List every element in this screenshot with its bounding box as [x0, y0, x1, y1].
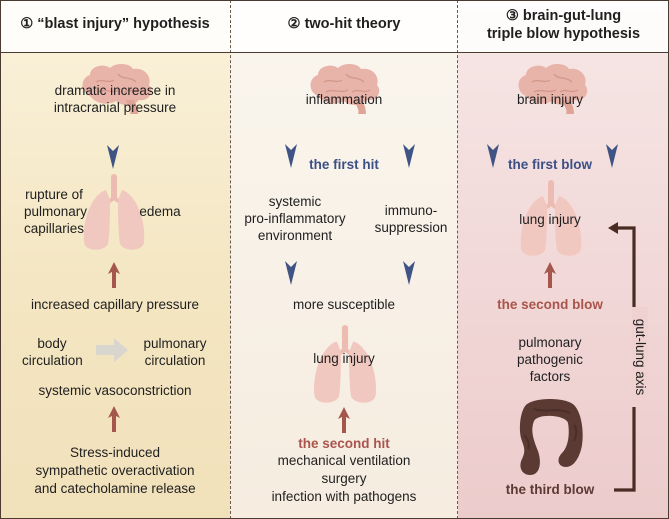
- label-second-hit: the second hit: [298, 436, 390, 451]
- header-divider: [0, 52, 669, 53]
- brain-icon: [310, 63, 380, 114]
- label-lung-injury: lung injury: [519, 212, 581, 227]
- arrow-down-blue: [285, 144, 297, 168]
- label-edema: edema: [139, 204, 181, 219]
- label-second-blow: the second blow: [497, 297, 603, 312]
- label-pathogenic-factors: pulmonary pathogenic factors: [516, 335, 584, 384]
- label-stress: Stress-induced sympathetic overactivatio…: [34, 445, 196, 496]
- label-more-susceptible: more susceptible: [292, 297, 396, 312]
- arrow-up-red: [108, 406, 120, 432]
- label-rupture: rupture of pulmonary capillaries: [24, 187, 88, 236]
- label-inflammation: inflammation: [305, 92, 383, 107]
- label-vasoconstriction: systemic vasoconstriction: [38, 383, 192, 398]
- panel-title: ③ brain-gut-lung triple blow hypothesis: [486, 8, 641, 42]
- arrow-up-red: [338, 407, 350, 433]
- label-immunosuppression: immuno- suppression: [374, 203, 448, 235]
- label-capillary-pressure: increased capillary pressure: [30, 297, 200, 312]
- arrow-down-blue: [403, 144, 415, 168]
- lungs-icon: [520, 180, 582, 256]
- lungs-icon: [313, 325, 377, 403]
- panel-title: ② two-hit theory: [287, 16, 401, 32]
- label-brain-injury: brain injury: [516, 92, 584, 107]
- arrow-right-gray: [96, 338, 128, 362]
- label-first-blow: the first blow: [508, 157, 592, 172]
- intestine-icon: [519, 399, 583, 475]
- brain-icon: [518, 63, 588, 114]
- arrow-down-blue: [285, 261, 297, 285]
- label-body-circulation: body circulation: [22, 336, 83, 368]
- arrow-down-blue: [606, 144, 618, 168]
- arrow-up-red: [108, 262, 120, 288]
- label-pulmonary-circulation: pulmonary circulation: [143, 336, 207, 368]
- label-lung-injury: lung injury: [313, 351, 375, 366]
- arrow-down-blue: [403, 261, 415, 285]
- divider: [230, 0, 231, 519]
- label-third-blow: the third blow: [505, 482, 595, 497]
- label-first-hit: the first hit: [309, 157, 379, 172]
- arrow-down-blue: [107, 145, 119, 169]
- label-gut-lung-axis: gut-lung axis: [632, 307, 648, 407]
- label-intracranial-pressure: dramatic increase in intracranial pressu…: [53, 83, 177, 115]
- brain-icon: [82, 63, 152, 114]
- label-systemic-environment: systemic pro-inflammatory environment: [244, 194, 346, 243]
- label-second-hit-causes: mechanical ventilation surgery infection…: [271, 453, 417, 504]
- lungs-icon: [83, 174, 145, 250]
- divider: [457, 0, 458, 519]
- panel-title: ① “blast injury” hypothesis: [20, 16, 210, 32]
- arrow-up-red: [544, 262, 556, 288]
- arrow-down-blue: [487, 144, 499, 168]
